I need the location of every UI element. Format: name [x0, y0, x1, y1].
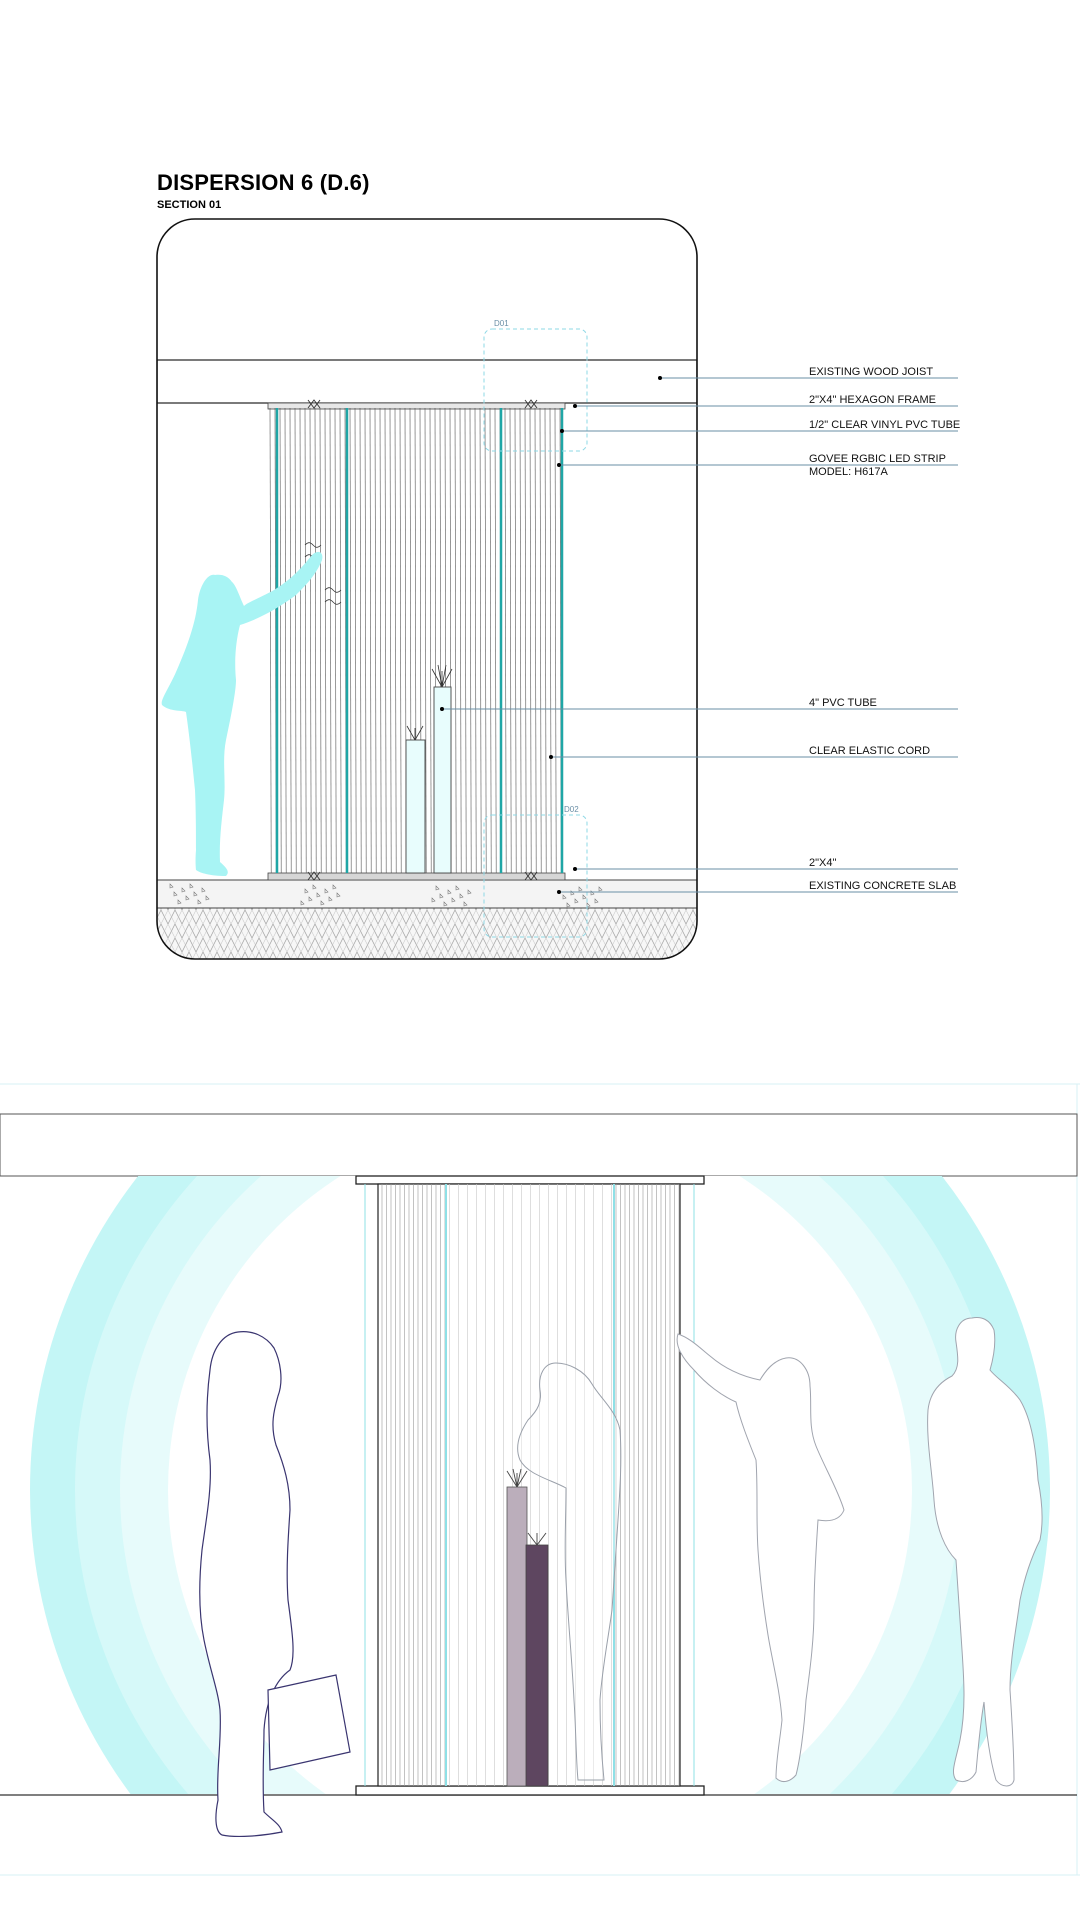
section-frame [156, 218, 698, 960]
person-silhouette-man [927, 1317, 1043, 1787]
curtain-cords [381, 1184, 680, 1786]
hexagon-frame-top [267, 402, 566, 410]
detail-box-d01 [483, 328, 588, 452]
sprout-icon [406, 664, 453, 741]
elastic-cord [294, 407, 297, 874]
pvc-tube-short [405, 739, 426, 874]
led-tubes [275, 408, 564, 873]
label-pvc-tube: 4" PVC TUBE [809, 697, 877, 709]
elastic-cord [389, 407, 392, 874]
elastic-cord [529, 407, 532, 874]
detail-box-d02 [483, 814, 588, 938]
elastic-cord [504, 407, 507, 874]
detail-label-d02: D02 [564, 805, 579, 814]
elastic-cord [469, 407, 472, 874]
pvc-tube-tall [433, 686, 452, 874]
elastic-cord [374, 407, 377, 874]
elastic-cord [479, 407, 482, 874]
elastic-cord [334, 407, 337, 874]
person-silhouette-inside [517, 1362, 622, 1781]
elastic-cord [354, 407, 357, 874]
elastic-cord [299, 407, 302, 874]
elastic-cord [454, 407, 457, 874]
elastic-cord [304, 407, 307, 874]
elastic-cord [314, 407, 317, 874]
elastic-cord [279, 407, 282, 874]
label-led-strip: GOVEE RGBIC LED STRIP [809, 453, 946, 465]
elastic-cord [554, 407, 557, 874]
label-concrete-slab: EXISTING CONCRETE SLAB [809, 880, 956, 892]
elastic-cord [324, 407, 327, 874]
ceiling-band [0, 1113, 1078, 1177]
slab-aggregate [169, 883, 603, 908]
concrete-slab [157, 879, 697, 909]
elastic-cord [509, 407, 512, 874]
elastic-cord [474, 407, 477, 874]
callout-leaders [440, 376, 958, 894]
elastic-cord [359, 407, 362, 874]
elastic-cord [539, 407, 542, 874]
install-top-cap [355, 1175, 705, 1185]
elastic-cord [484, 407, 487, 874]
section-drawing: D01 D02 EXISTING WOOD JOIST 2"X4" HEXAGO… [156, 218, 960, 960]
elastic-cord [424, 407, 427, 874]
elastic-cord [364, 407, 367, 874]
person-silhouette-reaching [676, 1333, 845, 1783]
elastic-cord [329, 407, 332, 874]
elevation-drawing [0, 1083, 1080, 1876]
wood-joist [157, 359, 697, 404]
elastic-cord [289, 407, 292, 874]
elastic-cord [339, 407, 342, 874]
detail-label-d01: D01 [494, 319, 509, 328]
elastic-cord [319, 407, 322, 874]
drawing-subtitle: SECTION 01 [157, 199, 222, 211]
pedestal-dark [525, 1544, 549, 1787]
elastic-cord [549, 407, 552, 874]
label-led-model: MODEL: H617A [809, 466, 889, 478]
elastic-cord [384, 407, 387, 874]
elastic-cord [519, 407, 522, 874]
ground-hatch [157, 907, 697, 959]
elastic-cord [489, 407, 492, 874]
label-hexagon-frame: 2"X4" HEXAGON FRAME [809, 394, 936, 406]
bag-icon [267, 1674, 351, 1771]
elastic-cord [394, 407, 397, 874]
person-silhouette-bag [199, 1331, 294, 1838]
label-elastic-cord: CLEAR ELASTIC CORD [809, 745, 930, 757]
elastic-cord [284, 407, 287, 874]
elastic-cord [534, 407, 537, 874]
elastic-cord [269, 407, 272, 874]
person-silhouette-reaching [161, 551, 323, 876]
elastic-cord [379, 407, 382, 874]
connector-icons [307, 399, 538, 881]
callout-labels: EXISTING WOOD JOIST 2"X4" HEXAGON FRAME … [809, 366, 960, 892]
drawing-title: DISPERSION 6 (D.6) [157, 170, 370, 195]
elastic-cord [494, 407, 497, 874]
label-vinyl-tube: 1/2" CLEAR VINYL PVC TUBE [809, 419, 960, 431]
install-bottom-cap [355, 1785, 705, 1796]
label-wood-joist: EXISTING WOOD JOIST [809, 366, 933, 378]
elastic-cord [459, 407, 462, 874]
pedestal-light [506, 1486, 528, 1787]
label-2x4: 2"X4" [809, 857, 836, 869]
elastic-cord [524, 407, 527, 874]
elastic-cord [514, 407, 517, 874]
elastic-cord [429, 407, 432, 874]
elastic-cord [369, 407, 372, 874]
elastic-cord [309, 407, 312, 874]
elastic-cord [399, 407, 402, 874]
sprout-icon [506, 1468, 547, 1546]
elastic-cord [349, 407, 352, 874]
elastic-cord [544, 407, 547, 874]
elastic-cord [464, 407, 467, 874]
